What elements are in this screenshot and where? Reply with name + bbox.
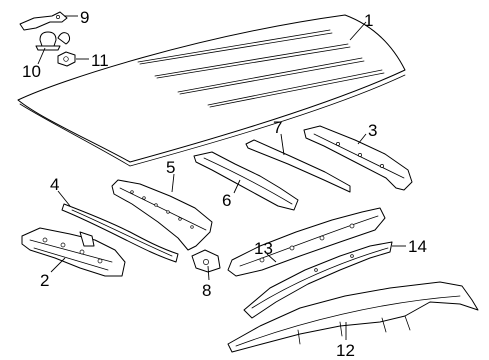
leader-10	[37, 47, 46, 65]
callout-9: 9	[80, 8, 89, 27]
callout-13: 13	[254, 239, 273, 258]
roof-panel-part	[17, 14, 406, 167]
nut-part-11	[57, 51, 76, 67]
callout-8: 8	[202, 281, 211, 300]
leader-8	[207, 265, 210, 281]
callout-11: 11	[91, 51, 109, 70]
leader-1	[349, 21, 367, 41]
side-rail-inner-part-13	[227, 207, 386, 277]
callout-12: 12	[336, 341, 355, 360]
callout-2: 2	[40, 271, 49, 290]
rear-header-part-3	[303, 125, 413, 191]
callout-6: 6	[222, 191, 231, 210]
roof-bow-part-5	[111, 179, 213, 251]
roof-bow-part-4	[61, 203, 179, 263]
leader-6	[233, 179, 241, 194]
callout-4: 4	[50, 175, 59, 194]
callout-1: 1	[364, 11, 373, 30]
leader-lines	[37, 15, 406, 340]
callout-5: 5	[166, 158, 175, 177]
leader-3	[357, 133, 367, 145]
leader-2	[50, 257, 66, 273]
side-rail-outer-part-14	[243, 241, 393, 319]
leader-7	[280, 133, 285, 156]
front-header-part-2	[21, 227, 126, 277]
roof-bow-part-6	[193, 151, 299, 211]
leader-4	[57, 190, 71, 207]
bracket-part-8	[191, 249, 221, 273]
bracket-part-9	[19, 11, 68, 31]
callout-14: 14	[408, 237, 427, 256]
leader-5	[171, 173, 175, 193]
leader-13	[266, 253, 277, 263]
rail-part-7	[245, 139, 351, 193]
clip-part-10	[35, 31, 71, 51]
side-outer-panel-part-12	[227, 281, 479, 353]
callout-7: 7	[273, 118, 282, 137]
callout-labels: 1 2 3 4 5 6 7 8 9 10 11 12 13 14	[22, 8, 427, 360]
callout-3: 3	[368, 121, 377, 140]
callout-10: 10	[22, 62, 41, 81]
